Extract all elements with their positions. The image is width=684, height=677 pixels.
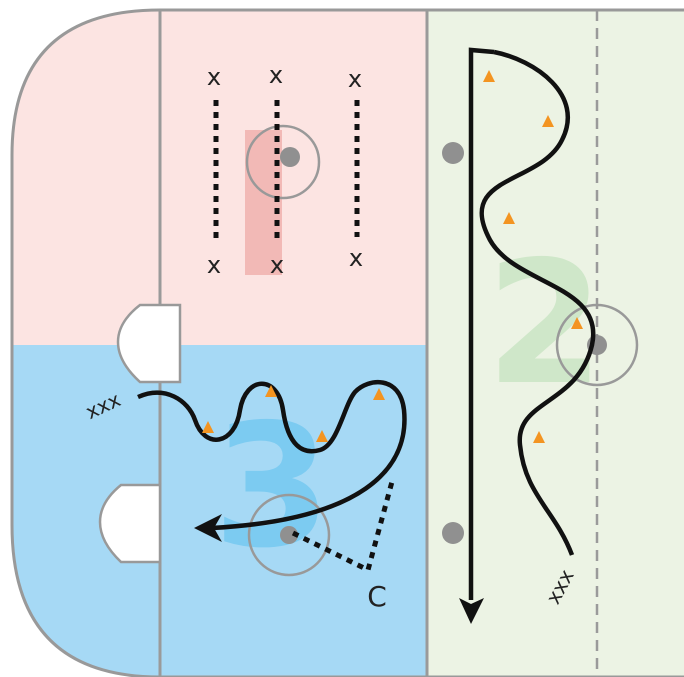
player-x-marker: x (207, 63, 221, 91)
player-x-marker: x (270, 251, 284, 279)
zone-3-number: 3 (213, 388, 331, 586)
cone-icon (373, 388, 385, 400)
player-x-marker: x (348, 65, 362, 93)
straight-skate-path (468, 47, 495, 600)
faceoff-circle-icon (247, 493, 331, 577)
cone-icon (316, 430, 328, 442)
faceoff-circle-icon (245, 124, 321, 200)
cone-icon (503, 212, 515, 224)
rink-boards (10, 8, 684, 677)
cone-icon (533, 431, 545, 443)
zone-3-area (12, 345, 427, 677)
cone-icon (542, 115, 554, 127)
arrow-head-icon (459, 598, 484, 624)
arrow-head-icon (194, 514, 222, 542)
zone-1-area (12, 10, 427, 347)
cone-icon (265, 385, 277, 397)
coach-pass-line (291, 477, 396, 574)
cones-group (202, 70, 583, 443)
faceoff-dot-icon (442, 522, 464, 544)
cone-icon (571, 317, 583, 329)
faceoff-dot-icon (280, 526, 298, 544)
faceoff-dot-icon (442, 142, 464, 164)
player-x-marker: x (349, 244, 363, 272)
goal-net-bottom (98, 483, 162, 564)
faceoff-circle-icon (555, 303, 639, 387)
zone-3-skate-path (137, 379, 407, 531)
coach-marker: C (367, 580, 387, 613)
cone-icon (202, 421, 214, 433)
player-x-marker: x (207, 251, 221, 279)
goal-net-top (116, 303, 182, 384)
faceoff-dot-icon (280, 147, 300, 167)
cone-icon (483, 70, 495, 82)
weave-skate-path (479, 49, 596, 556)
zone-1-number (226, 130, 282, 275)
player-x-marker: x (269, 61, 283, 89)
